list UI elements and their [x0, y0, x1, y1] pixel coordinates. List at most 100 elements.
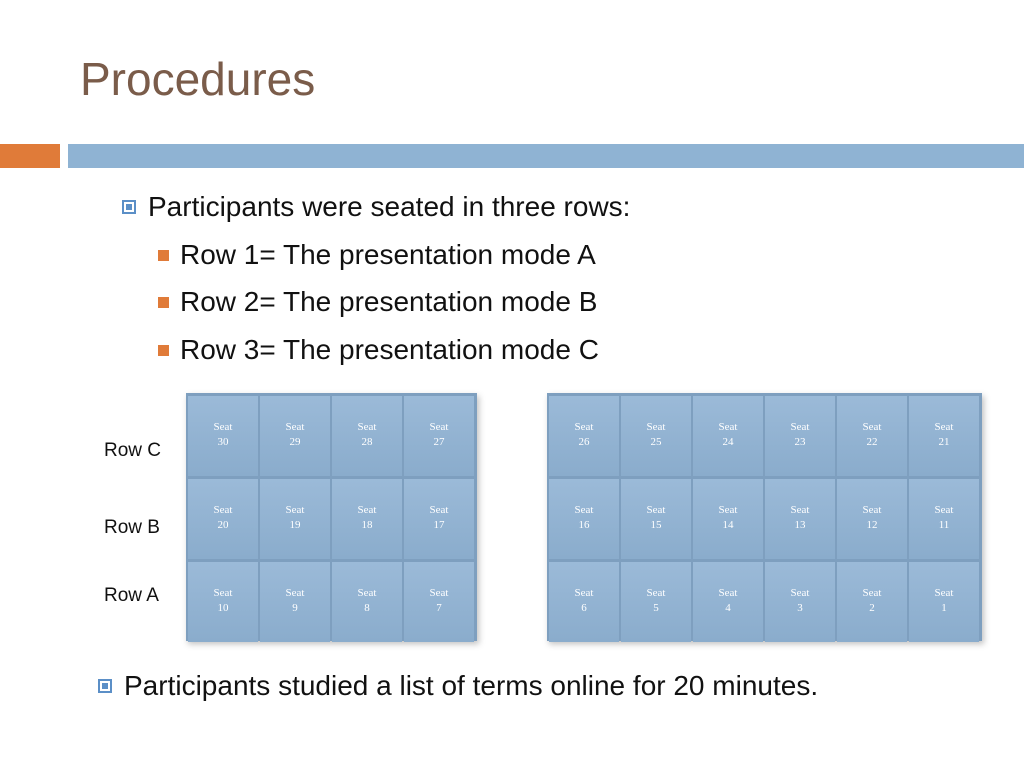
seat-number-label: 1 — [941, 602, 947, 614]
seat-word-label: Seat — [934, 504, 954, 516]
sub-bullet-row3: Row 3= The presentation mode C — [158, 334, 599, 366]
seat-20: Seat 20 — [188, 479, 258, 559]
seat-number-label: 19 — [289, 519, 301, 531]
seat-number-label: 15 — [650, 519, 662, 531]
title-accent-bar-blue — [68, 144, 1024, 168]
sub-bullet-row1: Row 1= The presentation mode A — [158, 239, 596, 271]
seat-number-label: 5 — [653, 602, 659, 614]
seat-word-label: Seat — [790, 587, 810, 599]
seat-number-label: 2 — [869, 602, 875, 614]
bullet-seating-text: Participants were seated in three rows: — [148, 191, 631, 222]
seat-number-label: 11 — [938, 519, 950, 531]
seat-word-label: Seat — [285, 504, 305, 516]
square-bullet-icon — [122, 200, 136, 214]
seat-number-label: 14 — [722, 519, 734, 531]
seat-word-label: Seat — [285, 421, 305, 433]
seat-word-label: Seat — [790, 421, 810, 433]
sub-bullet-row3-text: Row 3= The presentation mode C — [180, 334, 599, 365]
seat-number-label: 29 — [289, 436, 301, 448]
seat-number-label: 6 — [581, 602, 587, 614]
seat-word-label: Seat — [213, 421, 233, 433]
seat-word-label: Seat — [718, 421, 738, 433]
seat-24: Seat 24 — [693, 396, 763, 476]
square-bullet-icon — [98, 679, 112, 693]
seat-15: Seat 15 — [621, 479, 691, 559]
seat-number-label: 28 — [361, 436, 373, 448]
seat-number-label: 7 — [436, 602, 442, 614]
seat-number-label: 27 — [433, 436, 445, 448]
seat-word-label: Seat — [646, 587, 666, 599]
seat-3: Seat 3 — [765, 562, 835, 642]
seat-23: Seat 23 — [765, 396, 835, 476]
seat-word-label: Seat — [718, 587, 738, 599]
seat-word-label: Seat — [213, 504, 233, 516]
seat-number-label: 21 — [938, 436, 950, 448]
seat-26: Seat 26 — [549, 396, 619, 476]
slide-title: Procedures — [80, 53, 316, 105]
orange-square-bullet-icon — [158, 344, 169, 356]
seat-word-label: Seat — [862, 504, 882, 516]
seat-number-label: 17 — [433, 519, 445, 531]
bullet-study: Participants studied a list of terms onl… — [98, 670, 818, 702]
seat-word-label: Seat — [213, 587, 233, 599]
seat-number-label: 16 — [578, 519, 590, 531]
seat-6: Seat 6 — [549, 562, 619, 642]
seat-word-label: Seat — [718, 504, 738, 516]
seat-number-label: 13 — [794, 519, 806, 531]
sub-bullet-row2: Row 2= The presentation mode B — [158, 286, 597, 318]
seat-4: Seat 4 — [693, 562, 763, 642]
seat-30: Seat 30 — [188, 396, 258, 476]
seat-number-label: 18 — [361, 519, 373, 531]
seat-14: Seat 14 — [693, 479, 763, 559]
row-label-a: Row A — [104, 585, 159, 606]
bullet-seating: Participants were seated in three rows: — [122, 191, 630, 223]
seat-5: Seat 5 — [621, 562, 691, 642]
seat-8: Seat 8 — [332, 562, 402, 642]
seat-7: Seat 7 — [404, 562, 474, 642]
seat-word-label: Seat — [429, 587, 449, 599]
seat-word-label: Seat — [934, 421, 954, 433]
seat-28: Seat 28 — [332, 396, 402, 476]
sub-bullet-row1-text: Row 1= The presentation mode A — [180, 239, 596, 270]
seat-word-label: Seat — [574, 504, 594, 516]
seat-17: Seat 17 — [404, 479, 474, 559]
seat-number-label: 4 — [725, 602, 731, 614]
seat-18: Seat 18 — [332, 479, 402, 559]
seat-number-label: 8 — [364, 602, 370, 614]
seat-word-label: Seat — [357, 421, 377, 433]
seat-number-label: 3 — [797, 602, 803, 614]
seat-number-label: 9 — [292, 602, 298, 614]
seat-number-label: 30 — [217, 436, 229, 448]
sub-bullet-row2-text: Row 2= The presentation mode B — [180, 286, 598, 317]
seat-word-label: Seat — [862, 587, 882, 599]
seat-word-label: Seat — [357, 587, 377, 599]
seat-11: Seat 11 — [909, 479, 979, 559]
bullet-study-text: Participants studied a list of terms onl… — [124, 670, 819, 701]
seat-word-label: Seat — [429, 504, 449, 516]
seat-22: Seat 22 — [837, 396, 907, 476]
seat-word-label: Seat — [429, 421, 449, 433]
seat-27: Seat 27 — [404, 396, 474, 476]
seat-number-label: 24 — [722, 436, 734, 448]
seat-number-label: 12 — [866, 519, 878, 531]
seat-19: Seat 19 — [260, 479, 330, 559]
title-accent-bar-orange — [0, 144, 60, 168]
row-label-c: Row C — [104, 440, 162, 461]
seat-word-label: Seat — [574, 421, 594, 433]
seat-word-label: Seat — [646, 504, 666, 516]
seat-number-label: 20 — [217, 519, 229, 531]
seat-number-label: 22 — [866, 436, 878, 448]
seat-number-label: 23 — [794, 436, 806, 448]
seat-29: Seat 29 — [260, 396, 330, 476]
seat-word-label: Seat — [862, 421, 882, 433]
seat-number-label: 26 — [578, 436, 590, 448]
seat-word-label: Seat — [357, 504, 377, 516]
seat-word-label: Seat — [574, 587, 594, 599]
